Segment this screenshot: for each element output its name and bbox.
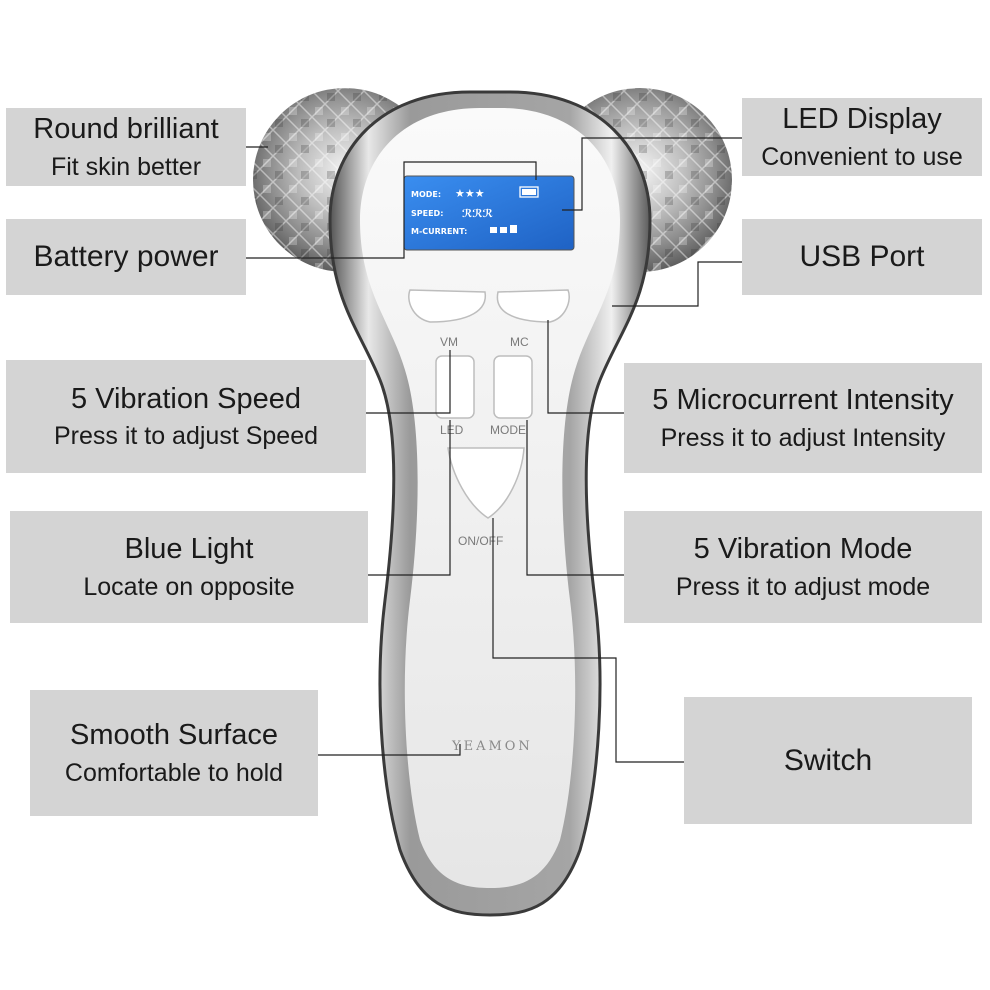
label-micro-title: 5 Microcurrent Intensity (652, 384, 954, 417)
label-micro-subtitle: Press it to adjust Intensity (660, 423, 946, 452)
battery-icon (519, 186, 539, 198)
mc-button[interactable] (496, 289, 570, 323)
onoff-button[interactable] (447, 447, 525, 519)
label-blue-light: Blue Light Locate on opposite (10, 511, 368, 623)
lcd-mode-stars: ★★★ (455, 187, 485, 200)
label-vibration-mode: 5 Vibration Mode Press it to adjust mode (624, 511, 982, 623)
label-vibmode-title: 5 Vibration Mode (693, 533, 913, 566)
current-bar-2 (500, 227, 507, 233)
label-bluelight-subtitle: Locate on opposite (83, 572, 295, 601)
lcd-speed-label: SPEED: (411, 209, 443, 218)
label-smooth-title: Smooth Surface (70, 719, 278, 752)
label-led-title: LED Display (782, 103, 942, 136)
label-smooth-subtitle: Comfortable to hold (64, 758, 284, 787)
label-smooth-surface: Smooth Surface Comfortable to hold (30, 690, 318, 816)
led-label: LED (440, 423, 464, 437)
label-battery-power: Battery power (6, 219, 246, 295)
label-bluelight-title: Blue Light (124, 533, 254, 566)
label-round-brilliant: Round brilliant Fit skin better (6, 108, 246, 186)
label-round-subtitle: Fit skin better (50, 152, 202, 181)
vm-label: VM (440, 335, 458, 349)
onoff-label: ON/OFF (458, 534, 503, 548)
label-vibspeed-title: 5 Vibration Speed (70, 382, 302, 415)
mc-label: MC (510, 335, 529, 349)
label-led-subtitle: Convenient to use (761, 142, 963, 171)
lcd-speed-icons: ℛℛℛ (462, 207, 494, 220)
leader-lines (246, 137, 742, 763)
current-bar-3 (510, 225, 517, 233)
label-round-title: Round brilliant (33, 113, 219, 146)
lcd-current-label: M-CURRENT: (411, 227, 467, 236)
label-switch-title: Switch (783, 743, 873, 777)
label-vibspeed-subtitle: Press it to adjust Speed (53, 422, 319, 450)
label-microcurrent-intensity: 5 Microcurrent Intensity Press it to adj… (624, 363, 982, 473)
label-led-display: LED Display Convenient to use (742, 98, 982, 176)
mode-label: MODE (490, 423, 526, 437)
current-bar-1 (490, 227, 497, 233)
label-usb-title: USB Port (799, 240, 925, 274)
label-usb-port: USB Port (742, 219, 982, 295)
mode-button[interactable] (493, 355, 533, 419)
label-vibmode-subtitle: Press it to adjust mode (675, 572, 931, 601)
lcd-mode-label: MODE: (411, 190, 441, 199)
label-vibration-speed: 5 Vibration Speed Press it to adjust Spe… (6, 360, 366, 473)
label-battery-title: Battery power (33, 240, 219, 274)
brand-logo: YEAMON (451, 739, 533, 754)
led-button[interactable] (435, 355, 475, 419)
label-switch: Switch (684, 697, 972, 824)
vm-button[interactable] (408, 289, 486, 323)
lcd-display: MODE: ★★★ SPEED: ℛℛℛ M-CURRENT: (403, 175, 575, 251)
